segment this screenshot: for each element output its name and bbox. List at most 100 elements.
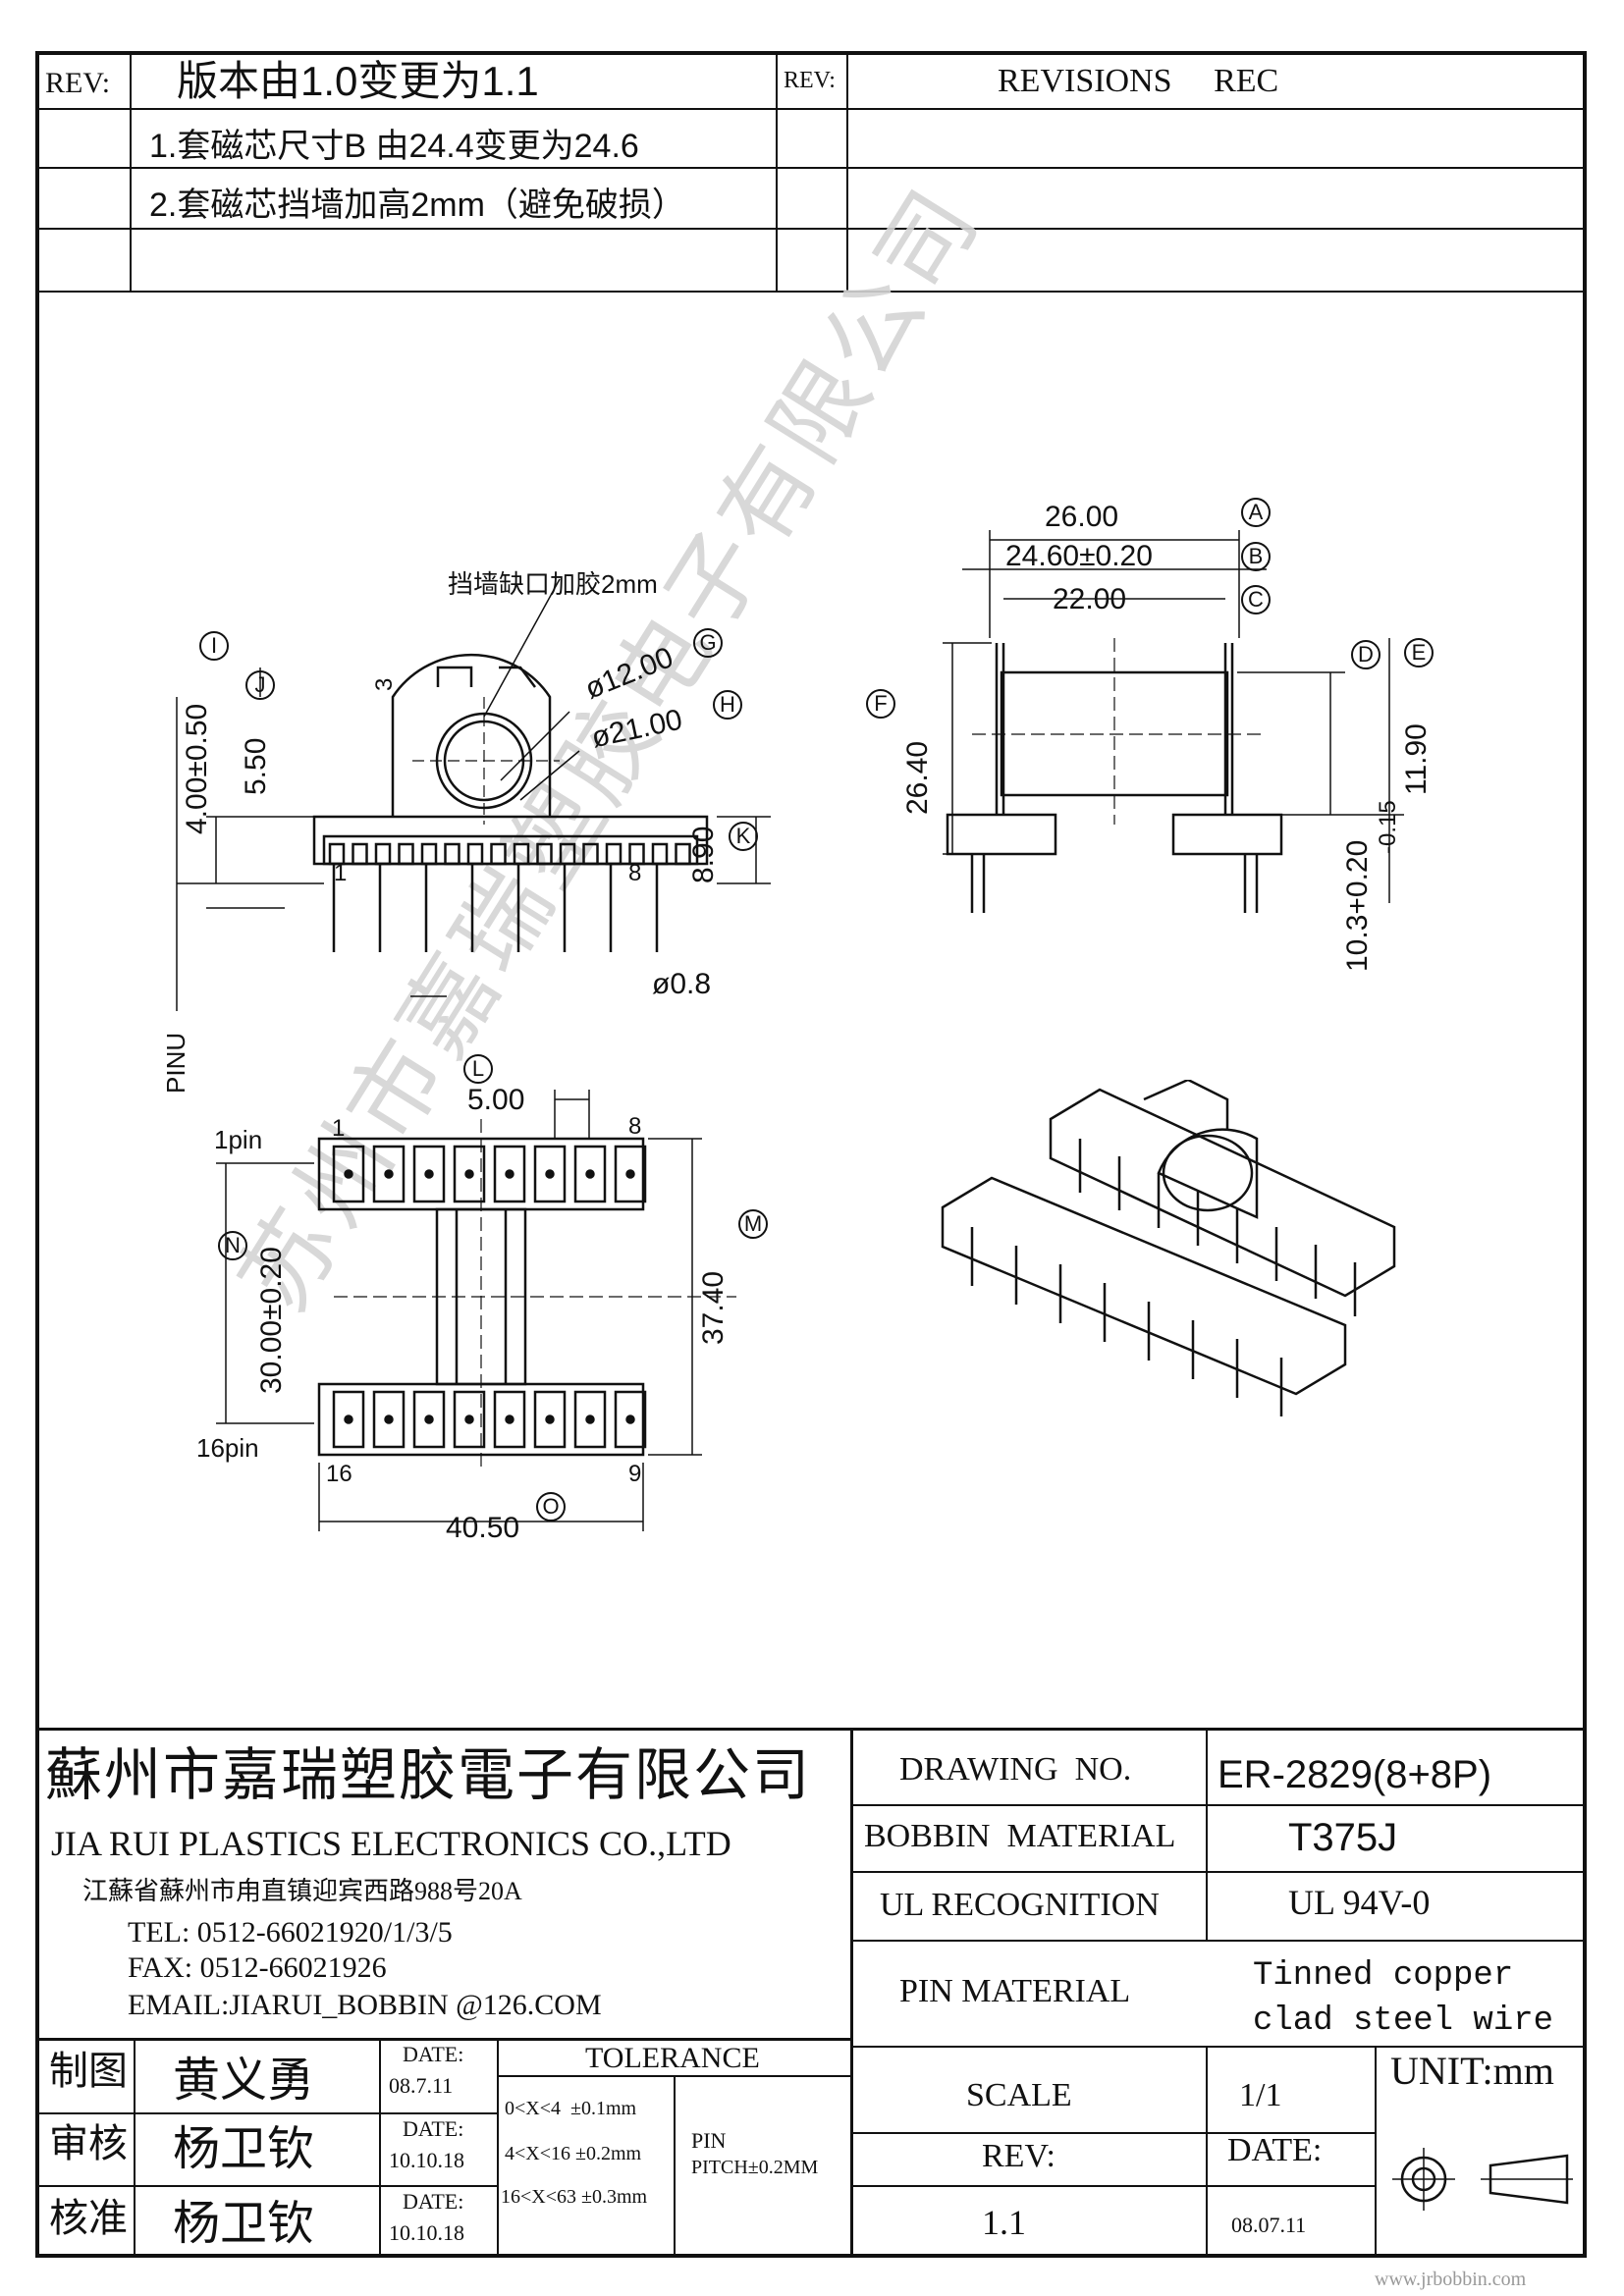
revision-item-1: 1.套磁芯尺寸B 由24.4变更为24.6 <box>149 128 639 165</box>
comb-tooth <box>675 842 691 866</box>
drawing-frame <box>35 51 1587 2258</box>
revision-title: 版本由1.0变更为1.1 <box>177 58 539 104</box>
comb-tooth <box>559 842 576 866</box>
pin-slot <box>493 1145 526 1203</box>
name-checker: 杨卫钦 <box>173 2123 315 2175</box>
pin-hole <box>424 1169 434 1179</box>
rev-label-bottom: REV: <box>982 2138 1056 2174</box>
date-label-bottom: DATE: <box>1227 2132 1323 2168</box>
dim-minus-0-15: -0.15 <box>1375 800 1401 854</box>
pin-hole <box>585 1415 595 1424</box>
marker-f: F <box>866 689 895 719</box>
scale-value: 1/1 <box>1239 2077 1282 2113</box>
front-pin-1: 1 <box>334 860 348 886</box>
role-checker: 审核 <box>49 2121 128 2165</box>
dim-phi-0-8: ø0.8 <box>652 968 712 1000</box>
company-name-cn: 蘇州市嘉瑞塑胶電子有限公司 <box>45 1743 812 1807</box>
name-drafter: 黄义勇 <box>173 2055 315 2107</box>
pin-pitch-label-1: PIN <box>691 2128 727 2153</box>
marker-c: C <box>1241 585 1271 614</box>
pin-hole <box>464 1169 474 1179</box>
comb-tooth <box>420 842 438 866</box>
comb-tooth <box>466 842 484 866</box>
pin-hole <box>625 1415 635 1424</box>
marker-h: H <box>713 690 742 720</box>
drawing-no-label: DRAWING NO. <box>899 1751 1132 1788</box>
unit-label: UNIT:mm <box>1390 2049 1554 2093</box>
pin-slot <box>372 1390 406 1449</box>
date-value: 08.07.11 <box>1231 2213 1307 2237</box>
bobbin-material-label: BOBBIN MATERIAL <box>864 1818 1176 1854</box>
ul-recognition-label: UL RECOGNITION <box>880 1887 1160 1923</box>
dim-26-40: 26.40 <box>901 740 934 815</box>
dim-4-00: 4.00±0.50 <box>181 703 213 834</box>
comb-tooth <box>651 842 669 866</box>
marker-m: M <box>738 1209 768 1239</box>
company-tel: TEL: 0512-66021920/1/3/5 <box>128 1916 453 1949</box>
pin-hole <box>545 1169 555 1179</box>
marker-j: J <box>245 670 275 700</box>
bottom-pin-9: 9 <box>628 1461 642 1487</box>
comb-tooth <box>352 842 368 866</box>
side-view-drawing <box>943 530 1404 913</box>
pin-hole <box>424 1415 434 1424</box>
pin-slot <box>573 1390 607 1449</box>
pin-material-label: PIN MATERIAL <box>899 1973 1131 2009</box>
pin-hole <box>464 1415 474 1424</box>
comb-tooth <box>628 842 645 866</box>
tolerance-row-1: 0<X<4 ±0.1mm <box>505 2098 637 2119</box>
revisions-rec-header: REVISIONS REC <box>998 63 1279 99</box>
marker-n: N <box>218 1231 247 1260</box>
wall-note: 挡墙缺口加胶2mm <box>448 569 658 599</box>
dim-30-00: 30.00±0.20 <box>255 1247 288 1394</box>
pin-hole <box>384 1415 394 1424</box>
marker-i: I <box>199 631 229 661</box>
pin-slot <box>533 1390 567 1449</box>
comb-tooth <box>398 842 414 866</box>
marker-k: K <box>729 822 758 851</box>
marker-a: A <box>1241 498 1271 527</box>
pin-slot <box>412 1145 446 1203</box>
date-label-approver: DATE: <box>403 2189 464 2214</box>
website-footer: www.jrbobbin.com <box>1375 2269 1527 2290</box>
tolerance-row-2: 4<X<16 ±0.2mm <box>505 2143 642 2164</box>
comb-tooth <box>513 842 530 866</box>
marker-b: B <box>1241 542 1271 571</box>
pin-hole <box>625 1169 635 1179</box>
rev-value: 1.1 <box>982 2203 1026 2242</box>
comb-tooth <box>605 842 623 866</box>
isometric-view-drawing <box>941 1080 1396 1416</box>
tolerance-label: TOLERANCE <box>585 2042 760 2074</box>
dim-8-90: 8.90 <box>687 826 720 883</box>
rev-label: REV: <box>45 67 111 99</box>
dim-37-40: 37.40 <box>697 1270 730 1345</box>
bottom-view-drawing <box>216 1090 736 1531</box>
pin-hole <box>384 1169 394 1179</box>
date-checker: 10.10.18 <box>389 2148 464 2172</box>
dim-40-50: 40.50 <box>446 1512 520 1544</box>
projection-symbol-icon <box>1392 2148 1573 2211</box>
dim-24-60: 24.60±0.20 <box>1005 540 1153 572</box>
pin-slot <box>533 1145 567 1203</box>
pin-slot <box>453 1145 486 1203</box>
marker-e: E <box>1404 638 1434 667</box>
front-view-drawing <box>176 578 771 1011</box>
bottom-pin-8: 8 <box>628 1113 642 1140</box>
date-label-drafter: DATE: <box>403 2042 464 2066</box>
pin-hole <box>344 1169 353 1179</box>
pinu-label: PINU <box>161 1032 190 1094</box>
marker-l: L <box>463 1054 493 1084</box>
comb-tooth <box>582 842 599 866</box>
pin-hole <box>585 1169 595 1179</box>
pin-material-value-2: clad steel wire <box>1253 2002 1554 2040</box>
pin-slot <box>614 1145 647 1203</box>
comb-tooth <box>374 842 392 866</box>
company-name-en: JIA RUI PLASTICS ELECTRONICS CO.,LTD <box>51 1824 731 1863</box>
dim-22-00: 22.00 <box>1053 583 1127 615</box>
pin-slot <box>372 1145 406 1203</box>
company-email: EMAIL:JIARUI_BOBBIN @126.COM <box>128 1989 602 2021</box>
marker-d: D <box>1351 640 1380 669</box>
pin-slot <box>332 1145 365 1203</box>
date-drafter: 08.7.11 <box>389 2073 454 2098</box>
pin-hole <box>344 1415 353 1424</box>
